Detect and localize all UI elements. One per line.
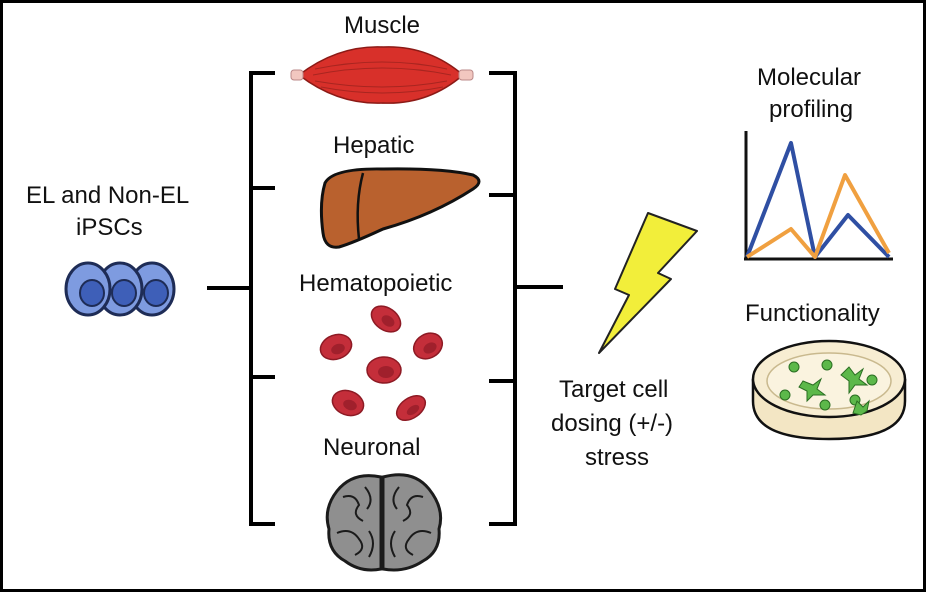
lightning-bolt-icon	[598, 212, 698, 354]
profiling-chart-icon	[744, 131, 893, 261]
output-label-functionality: Functionality	[745, 300, 880, 327]
source-label-line1: EL and Non-EL	[26, 182, 190, 209]
output-label-profiling: profiling	[769, 96, 854, 123]
source-label-line2: iPSCs	[76, 214, 143, 241]
ipsc-cells-icon	[64, 261, 176, 317]
brain-icon	[325, 473, 443, 572]
liver-icon	[319, 167, 481, 249]
treatment-label-line3: stress	[585, 444, 650, 471]
rbc-centers	[331, 315, 437, 416]
tissue-label-neuronal: Neuronal	[323, 434, 421, 461]
treatment-label-line1: Target cell	[559, 376, 669, 403]
tissue-label-hepatic: Hepatic	[333, 132, 415, 159]
muscle-icon	[290, 46, 474, 104]
treatment-label-line2: dosing (+/-)	[551, 410, 674, 437]
right-bracket	[489, 71, 563, 526]
left-bracket	[207, 71, 275, 526]
tissue-label-hematopoietic: Hematopoietic	[299, 270, 453, 297]
diagram-graphics	[64, 46, 907, 572]
output-label-molecular: Molecular	[757, 64, 862, 91]
tissue-label-muscle: Muscle	[344, 12, 421, 39]
petri-dish-icon	[751, 339, 907, 441]
